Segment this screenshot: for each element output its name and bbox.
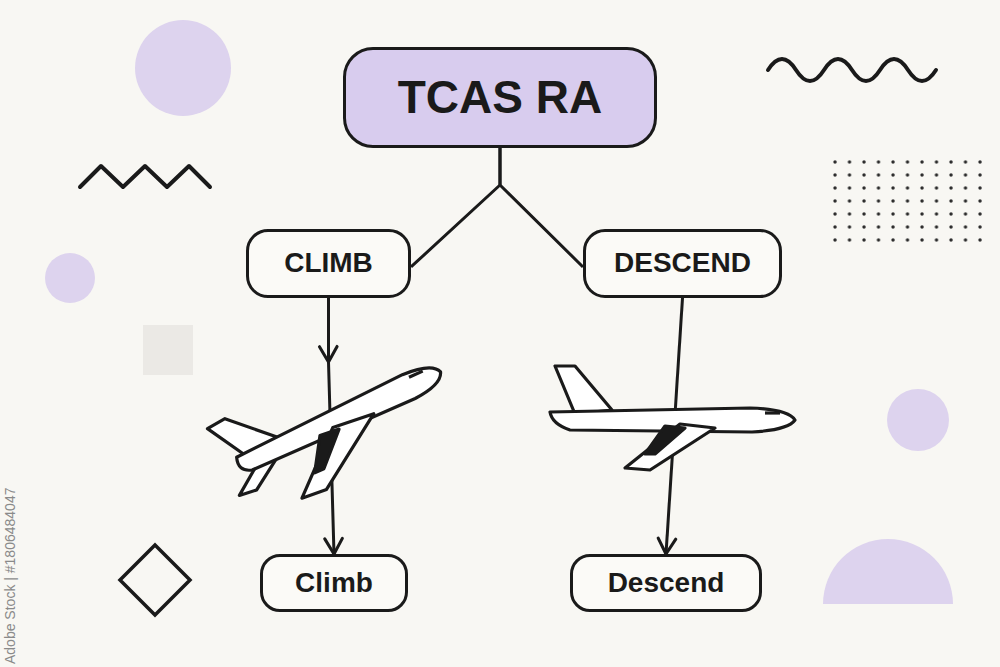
descending-airplane (550, 366, 795, 470)
plane-wing-shadow (645, 426, 685, 454)
deco-zigzag (80, 166, 210, 187)
option-box: DESCEND (583, 229, 782, 298)
node-label: Climb (295, 568, 373, 599)
deco-half-circle (823, 539, 953, 604)
root-box: TCAS RA (343, 47, 657, 148)
plane-tail-fin (555, 366, 612, 414)
node-label: Descend (608, 568, 725, 599)
result-box: Descend (570, 554, 762, 612)
deco-circle (135, 20, 231, 116)
node-label: TCAS RA (398, 72, 602, 123)
deco-circle (45, 253, 95, 303)
plane-wing (281, 410, 394, 500)
deco-dot-grid (832, 158, 988, 244)
plane-cockpit (409, 371, 423, 377)
deco-wave (768, 59, 936, 81)
connector-line (411, 148, 500, 267)
result-box: Climb (260, 554, 408, 612)
option-box: CLIMB (246, 229, 411, 298)
deco-square (143, 325, 193, 375)
node-label: CLIMB (284, 248, 373, 279)
plane-wing-shadow (302, 427, 352, 473)
connector-line (500, 148, 583, 267)
plane-wing (625, 424, 715, 470)
deco-circle (887, 389, 949, 451)
deco-diamond (120, 545, 190, 615)
plane-cockpit (765, 411, 780, 414)
node-label: DESCEND (614, 248, 751, 279)
climbing-airplane (207, 331, 466, 524)
watermark-text: Adobe Stock | #1806484047 (2, 488, 20, 664)
